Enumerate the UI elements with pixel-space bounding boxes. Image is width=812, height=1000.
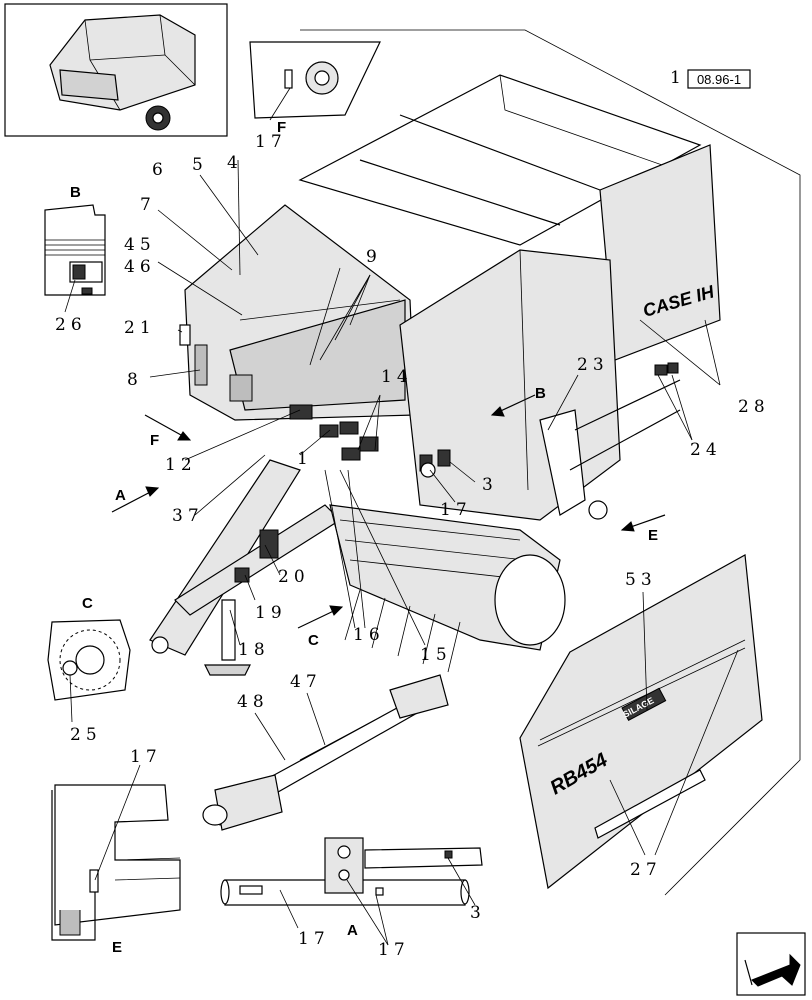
callout-19: 19 bbox=[255, 603, 287, 623]
callout-4: 4 bbox=[227, 153, 243, 173]
view-b-detail bbox=[44, 204, 106, 313]
callout-17-view-a-left: 17 bbox=[298, 929, 330, 949]
hitch-eye bbox=[151, 636, 169, 654]
view-c-detail bbox=[47, 619, 131, 723]
side-panel-detail: RB454 SILAGE bbox=[519, 554, 763, 890]
callout-45: 45 bbox=[124, 235, 156, 255]
callout-48: 48 bbox=[237, 692, 269, 712]
callout-3-main: 3 bbox=[482, 475, 498, 495]
callout-15: 15 bbox=[420, 645, 452, 665]
view-e-arrow-label: E bbox=[648, 527, 658, 544]
callout-20: 20 bbox=[278, 567, 310, 587]
front-gate-panel bbox=[399, 249, 621, 521]
callout-5: 5 bbox=[192, 155, 208, 175]
callout-14: 14 bbox=[381, 367, 413, 387]
callout-18: 18 bbox=[238, 640, 270, 660]
callout-17-view-a-right: 17 bbox=[378, 940, 410, 960]
main-baler: CASE IH bbox=[149, 74, 721, 676]
callout-16: 16 bbox=[353, 625, 385, 645]
callout-8: 8 bbox=[127, 370, 143, 390]
view-e-label: E bbox=[112, 939, 122, 956]
pto-yoke-rear bbox=[389, 674, 449, 719]
callout-46: 46 bbox=[124, 257, 156, 277]
callout-53: 53 bbox=[625, 570, 657, 590]
view-e-frame bbox=[54, 784, 181, 926]
callout-24: 24 bbox=[690, 440, 722, 460]
view-b-arrow-label: B bbox=[535, 385, 546, 402]
pto-yoke-front bbox=[214, 774, 283, 831]
callout-6: 6 bbox=[152, 160, 168, 180]
decal-column bbox=[194, 344, 208, 386]
navigation-arrow-icon[interactable] bbox=[736, 932, 806, 996]
view-f-detail bbox=[249, 41, 381, 121]
roof-frame bbox=[298, 74, 702, 246]
callout-17-view-f: 17 bbox=[255, 132, 287, 152]
view-c-arrow-label: C bbox=[308, 632, 319, 649]
callout-23: 23 bbox=[577, 355, 609, 375]
overview-frame bbox=[4, 3, 228, 137]
jack-stand bbox=[221, 599, 236, 661]
callout-26: 26 bbox=[55, 315, 87, 335]
callout-17-view-e: 17 bbox=[130, 747, 162, 767]
callout-47: 47 bbox=[290, 672, 322, 692]
view-a-arrow-label: A bbox=[115, 487, 126, 504]
view-e-detail bbox=[51, 764, 181, 941]
view-a-rail bbox=[364, 847, 483, 869]
callout-37: 37 bbox=[172, 506, 204, 526]
pickup-side-shield bbox=[494, 554, 566, 646]
callout-25: 25 bbox=[70, 725, 102, 745]
reference-box-text: 08.96-1 bbox=[697, 72, 741, 87]
callout-3-view-a: 3 bbox=[470, 903, 486, 923]
vent-grille bbox=[229, 374, 253, 402]
leader-1 bbox=[300, 29, 801, 896]
callout-21: 21 bbox=[124, 318, 156, 338]
panel-handle bbox=[594, 769, 706, 839]
callout-17-main: 17 bbox=[440, 500, 472, 520]
view-f-arrow-label: F bbox=[150, 432, 159, 449]
view-a-detail bbox=[220, 837, 483, 946]
callout-9: 9 bbox=[366, 247, 382, 267]
view-b-label: B bbox=[70, 184, 81, 201]
callout-1: 1 bbox=[670, 68, 686, 88]
view-arrows bbox=[111, 394, 666, 629]
callout-28: 28 bbox=[738, 397, 770, 417]
reference-box bbox=[687, 69, 751, 89]
callout-7: 7 bbox=[140, 195, 156, 215]
callout-12: 12 bbox=[165, 455, 197, 475]
callout-13: 1 bbox=[297, 449, 313, 469]
view-f-label: F bbox=[277, 119, 286, 136]
pto-shaft bbox=[202, 674, 449, 831]
main-leaders bbox=[149, 159, 721, 646]
view-a-label: A bbox=[347, 922, 358, 939]
callout-27: 27 bbox=[630, 860, 662, 880]
view-c-label: C bbox=[82, 595, 93, 612]
overview-inset bbox=[4, 3, 228, 137]
